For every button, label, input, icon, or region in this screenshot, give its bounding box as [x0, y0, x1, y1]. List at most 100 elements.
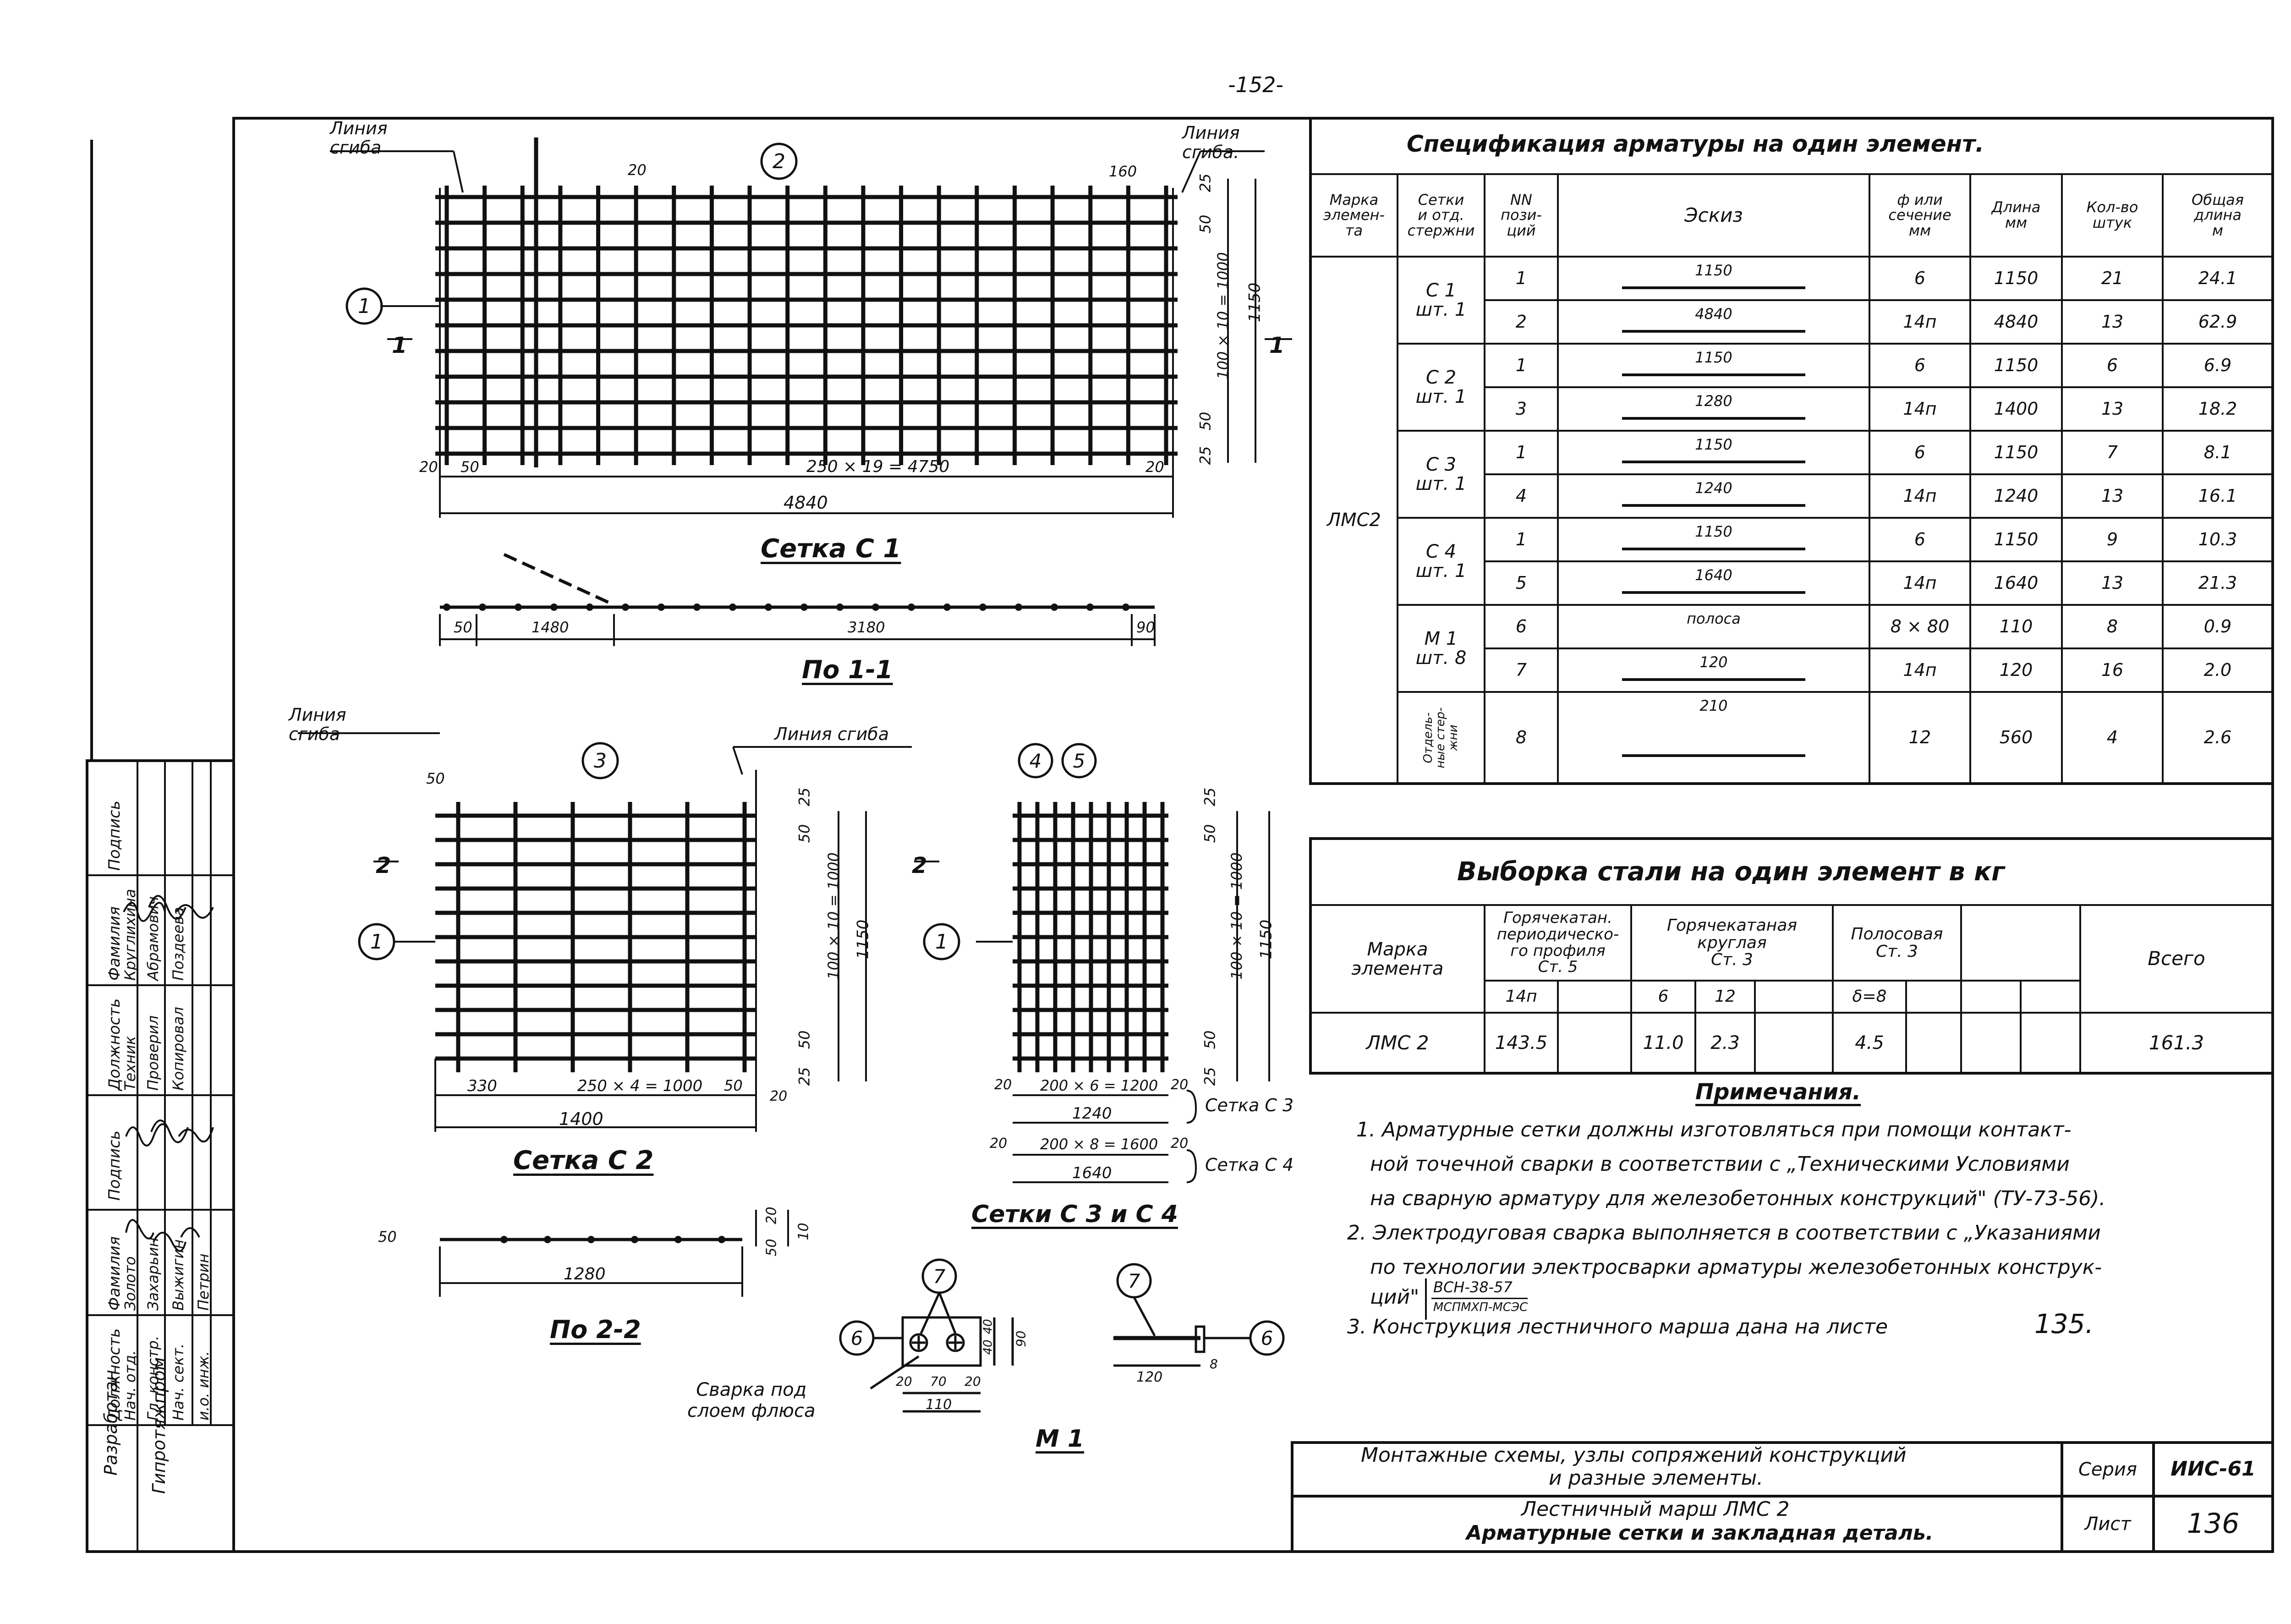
m1-d40b: 40 [981, 1339, 995, 1355]
spec-total: 2.6 [2203, 727, 2232, 748]
steel-col-total: Всего [2148, 947, 2205, 970]
s11-d1480: 1480 [532, 619, 569, 636]
steel-col-group2: Горячекатаная круглая Ст. 3 [1666, 916, 1798, 970]
page-number: -152- [1228, 72, 1283, 97]
callout-6a: 6 [851, 1327, 863, 1350]
s11-bar-dot [693, 604, 701, 611]
c2-d50: 50 [426, 770, 445, 787]
s11-bar-dot [443, 604, 450, 611]
spec-len: 4840 [1994, 311, 2039, 332]
s11-bar-dot [908, 604, 915, 611]
spec-dia: 6 [1914, 268, 1926, 288]
s11-bar-dot [1015, 604, 1022, 611]
spec-header-7: Общая длина м [2192, 191, 2244, 239]
steel-col-group3: Полосовая Ст. 3 [1851, 924, 1943, 961]
callout-6b: 6 [1261, 1327, 1273, 1350]
spec-len: 1150 [1994, 442, 2039, 462]
spec-sketch-bar [1622, 754, 1805, 757]
spec-qty: 21 [2101, 268, 2124, 288]
section-11-drawing [439, 553, 1156, 646]
spec-pos: 2 [1515, 311, 1527, 332]
s22-bar-dot [544, 1236, 551, 1243]
c1-d4840: 4840 [784, 493, 828, 513]
title-m1: М 1 [1036, 1425, 1085, 1453]
callout-1b: 1 [370, 930, 383, 954]
c2-d330: 330 [467, 1077, 497, 1095]
spec-dia: 6 [1914, 529, 1926, 549]
s22-bar-dot [631, 1236, 638, 1243]
m1-d8: 8 [1210, 1356, 1218, 1372]
steel-col-group1: Горячекатан. периодическо- го профиля Ст… [1496, 909, 1619, 977]
m1-d110: 110 [926, 1397, 952, 1413]
spec-pos: 4 [1515, 485, 1527, 506]
spec-len: 1150 [1994, 529, 2039, 549]
label-line-bend-4: Линия сгиба [774, 724, 889, 744]
steel-row-total: 161.3 [2148, 1031, 2204, 1054]
note-1-line-1: 1. Арматурные сетки должны изготовляться… [1356, 1118, 2072, 1141]
s11-bar-dot [1122, 604, 1129, 611]
title-line-3: Лестничный марш ЛМС 2 [1521, 1498, 1790, 1521]
m1-d40a: 40 [981, 1319, 995, 1334]
spec-dia: 6 [1914, 355, 1926, 375]
s11-d50: 50 [454, 619, 472, 636]
steel-sub2b: 12 [1715, 987, 1736, 1006]
spec-mesh-cell: М 1 шт. 8 [1415, 628, 1467, 669]
sheet-label: Лист [2084, 1513, 2131, 1535]
title-section-22: По 2-2 [550, 1315, 641, 1344]
nets-c3c4-drawing: 4 5 1 2 [912, 743, 1270, 1183]
s11-bar-dot [1086, 604, 1094, 611]
title-net-c1: Сетка С 1 [761, 534, 901, 564]
callout-3: 3 [594, 749, 607, 773]
spec-total: 21.3 [2198, 572, 2237, 593]
steel-row-v3: 4.5 [1855, 1032, 1884, 1053]
section-mark-2a: 2 [376, 853, 391, 878]
spec-qty: 13 [2101, 485, 2124, 506]
spec-pos: 3 [1515, 398, 1527, 419]
spec-mesh-cell: С 4 шт. 1 [1415, 541, 1467, 582]
spec-sketch: 1150 [1695, 262, 1732, 279]
title-line-1: Монтажные схемы, узлы сопряжений констру… [1361, 1443, 1907, 1467]
spec-total: 2.0 [2203, 659, 2232, 680]
callout-1c: 1 [935, 930, 948, 954]
s22-bar-dot [718, 1236, 725, 1243]
c2-d50c: 50 [724, 1077, 743, 1094]
spec-dia: 12 [1908, 727, 1931, 748]
spec-table-title: Спецификация арматуры на один элемент. [1407, 131, 1984, 157]
s11-bar-dot [479, 604, 486, 611]
c2-d20: 20 [770, 1088, 788, 1104]
spec-total: 18.2 [2198, 398, 2237, 419]
note-2-line-1: 2. Электродуговая сварка выполняется в с… [1347, 1221, 2101, 1245]
net-c2-drawing: 3 1 2 [298, 732, 912, 1132]
steel-table-grid [1310, 904, 2273, 1073]
c34-d1240: 1240 [1072, 1104, 1112, 1123]
m1-d20a: 20 [896, 1374, 912, 1389]
spec-len: 560 [1999, 727, 2033, 748]
c1-d20c: 20 [1146, 458, 1164, 476]
callout-2: 2 [773, 150, 785, 173]
spec-dia: 14п [1903, 659, 1937, 680]
spec-pos: 1 [1515, 442, 1527, 462]
title-line-4: Арматурные сетки и закладная деталь. [1466, 1521, 1934, 1545]
spec-sketch-bar [1622, 373, 1805, 376]
spec-sketch-bar [1622, 417, 1805, 420]
note-2-line-3: ций" [1370, 1285, 1420, 1309]
c1-d50c: 50 [460, 458, 479, 476]
note-2-fraction-top: ВСН-38-57 [1433, 1278, 1513, 1296]
spec-pos: 7 [1515, 659, 1527, 680]
spec-dia: 14п [1903, 398, 1937, 419]
steel-sub3: δ=8 [1852, 987, 1887, 1006]
steel-row-v2b: 2.3 [1710, 1032, 1740, 1053]
steel-sub2a: 6 [1658, 987, 1669, 1006]
spec-dia: 14п [1903, 572, 1937, 593]
callout-5: 5 [1073, 750, 1085, 772]
spec-len: 110 [1999, 616, 2033, 636]
steel-row-v1: 143.5 [1495, 1032, 1548, 1053]
spec-dia: 14п [1903, 485, 1937, 506]
spec-total: 24.1 [2198, 268, 2237, 288]
c1-d20b: 20 [419, 458, 438, 476]
spec-len: 1150 [1994, 268, 2039, 288]
spec-total: 8.1 [2203, 442, 2232, 462]
spec-sketch: 1240 [1695, 479, 1732, 497]
steel-row-element: ЛМС 2 [1366, 1031, 1429, 1054]
spec-sketch: 1640 [1695, 566, 1732, 584]
